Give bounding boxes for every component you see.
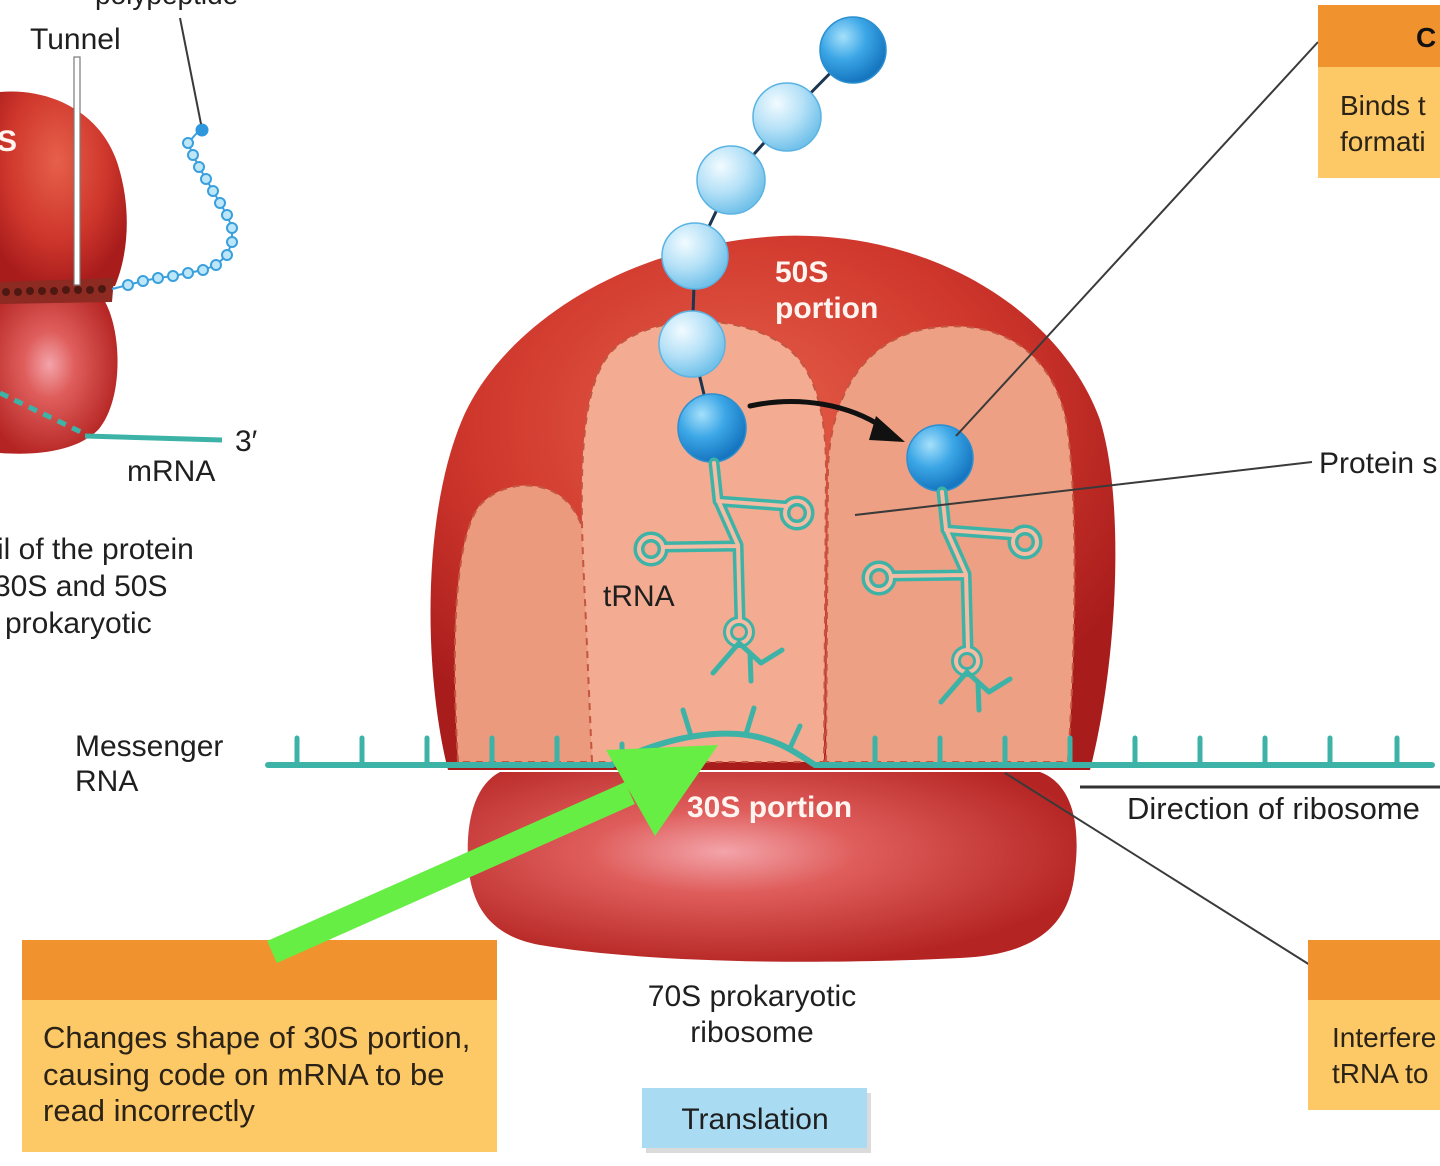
small-subunit-30s [467, 772, 1077, 962]
amino-acid-bead [696, 145, 766, 215]
large-subunit-label: portion [775, 292, 878, 325]
box-body-line: read incorrectly [43, 1093, 255, 1128]
three-prime-label: 3′ [235, 425, 258, 458]
amino-acid-bead [819, 16, 887, 84]
e-site [453, 484, 602, 763]
messenger-rna-label: Messenger [75, 730, 223, 763]
top-right-action-box: C Binds t formati [1318, 5, 1440, 178]
trna-label: tRNA [603, 580, 675, 613]
box-body-line: Binds t [1340, 90, 1426, 121]
box-header [22, 940, 497, 1000]
ribosome-caption: ribosome [690, 1016, 813, 1049]
left-caption-line: 30S and 50S [0, 570, 167, 603]
box-header [1318, 5, 1440, 67]
small-subunit-fragment-label: S [0, 125, 17, 158]
box-header [1308, 940, 1440, 1000]
direction-label: Direction of ribosome [1127, 791, 1420, 826]
box-body-line: tRNA to [1332, 1058, 1428, 1089]
left-caption-line: il of the protein [0, 533, 194, 566]
translation-label: Translation [681, 1103, 828, 1136]
bottom-right-box-pointer [1004, 772, 1311, 966]
bottom-left-action-box: Changes shape of 30S portion, causing co… [22, 940, 497, 1152]
amino-acid-bead [752, 82, 822, 152]
small-mrna-label: mRNA [127, 455, 215, 488]
box-header-text: C [1416, 22, 1436, 53]
protein-synthesis-pointer [854, 461, 1313, 516]
small-large-subunit [0, 91, 127, 290]
polypeptide-end-bead [195, 123, 209, 137]
small-mrna-strand [84, 433, 223, 443]
p-site-amino-acid [677, 393, 747, 463]
left-caption-line: prokaryotic [5, 607, 152, 640]
large-subunit-label: 50S [775, 256, 828, 289]
highlight-arrow [267, 745, 718, 963]
box-body [1308, 1000, 1440, 1110]
box-body-line: causing code on mRNA to be [43, 1057, 445, 1092]
translation-tag: Translation [642, 1088, 871, 1153]
growing-polypeptide [658, 16, 974, 492]
polypeptide-pointer [179, 17, 202, 125]
ribosome-70s: 50S portion 30S portion [430, 235, 1116, 962]
amino-acid-bead [658, 310, 726, 378]
tunnel-label: Tunnel [30, 23, 121, 56]
protein-synthesis-label-cropped: Protein s [1319, 447, 1437, 480]
amino-acid-bead [661, 222, 729, 290]
box-body-line: formati [1340, 126, 1426, 157]
tunnel-pointer [73, 56, 81, 286]
ribosome-caption: 70S prokaryotic [648, 980, 856, 1013]
box-body-line: Changes shape of 30S portion, [43, 1020, 470, 1055]
box-body [1318, 67, 1440, 178]
box-body-line: Interfere [1332, 1022, 1436, 1053]
bottom-right-action-box: Interfere tRNA to [1308, 940, 1440, 1110]
small-ribosome-illustration: S polypeptide Tunnel 3′ mRNA il of the p… [0, 0, 258, 640]
small-small-subunit [0, 300, 118, 454]
box-body [22, 1000, 497, 1152]
top-right-box-pointer [955, 41, 1319, 437]
tunnel-polypeptide-beads [2, 285, 106, 296]
left-caption: il of the protein 30S and 50S prokaryoti… [0, 533, 194, 640]
emerging-polypeptide-beads [122, 137, 238, 291]
peptide-transfer-arrow [747, 399, 905, 442]
small-subunit-label: 30S portion [687, 791, 852, 824]
messenger-rna-label: RNA [75, 765, 138, 798]
a-site-amino-acid [906, 424, 974, 492]
polypeptide-label-cropped: polypeptide [95, 0, 238, 10]
